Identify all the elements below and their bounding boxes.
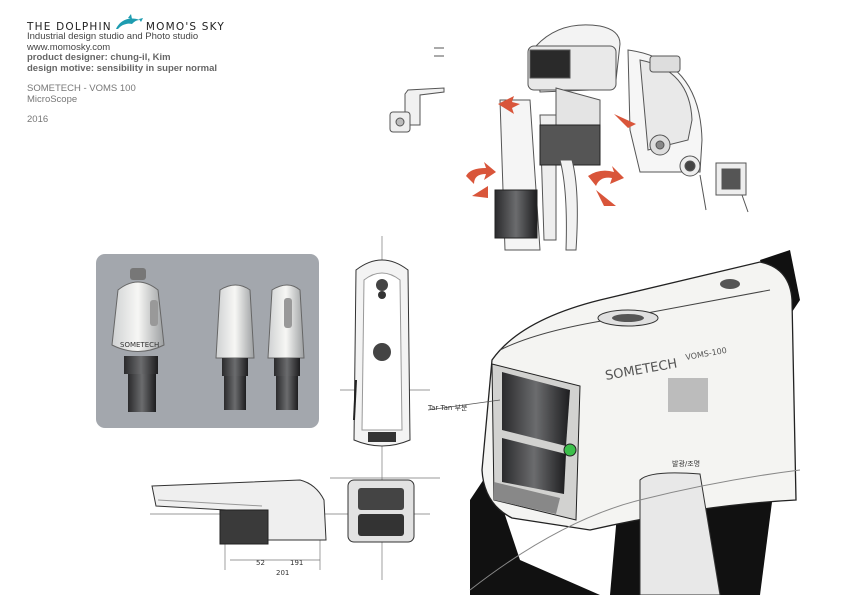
brand-left-text: THE DOLPHIN (27, 21, 112, 33)
year-text: 2016 (27, 114, 49, 125)
product-render-front (215, 284, 255, 410)
exploded-view-sketch (389, 24, 749, 251)
dimension-a: 52 (256, 559, 265, 567)
note-top: Tar Tan 부분 (427, 404, 468, 412)
studio-text: Industrial design studio and Photo studi… (27, 31, 199, 42)
dimension-c: 201 (276, 569, 289, 577)
designer-text: product designer: chung-il, Kim (27, 52, 171, 63)
rotation-arrows (466, 96, 636, 206)
dolphin-icon (115, 14, 143, 29)
brand-right-text: MOMO'S SKY (145, 21, 226, 33)
side-view-sketch: 52 191 201 (151, 479, 327, 577)
brand-logo: THE DOLPHIN MOMO'S SKY (27, 14, 287, 32)
product-render-side (267, 284, 305, 410)
product-category: MicroScope (27, 93, 78, 105)
note-side: 발광/조명 (672, 459, 700, 468)
front-view-sketch (347, 479, 415, 543)
website-text: www.momosky.com (27, 41, 111, 53)
perspective-sketch: SOMETECH VOMS-100 (469, 250, 801, 595)
dimension-b: 191 (290, 559, 303, 567)
product-name: SOMETECH - VOMS 100 (27, 83, 136, 94)
motive-text: design motive: sensibility in super norm… (27, 62, 218, 74)
header: THE DOLPHIN MOMO'S SKY Industrial design… (27, 14, 287, 126)
top-view-sketch (353, 259, 411, 447)
product-render-left: SOMETECH (111, 268, 165, 412)
render-brand-mark: SOMETECH (120, 341, 159, 349)
sketch-annotations: Tar Tan 부분 발광/조명 (427, 399, 700, 468)
